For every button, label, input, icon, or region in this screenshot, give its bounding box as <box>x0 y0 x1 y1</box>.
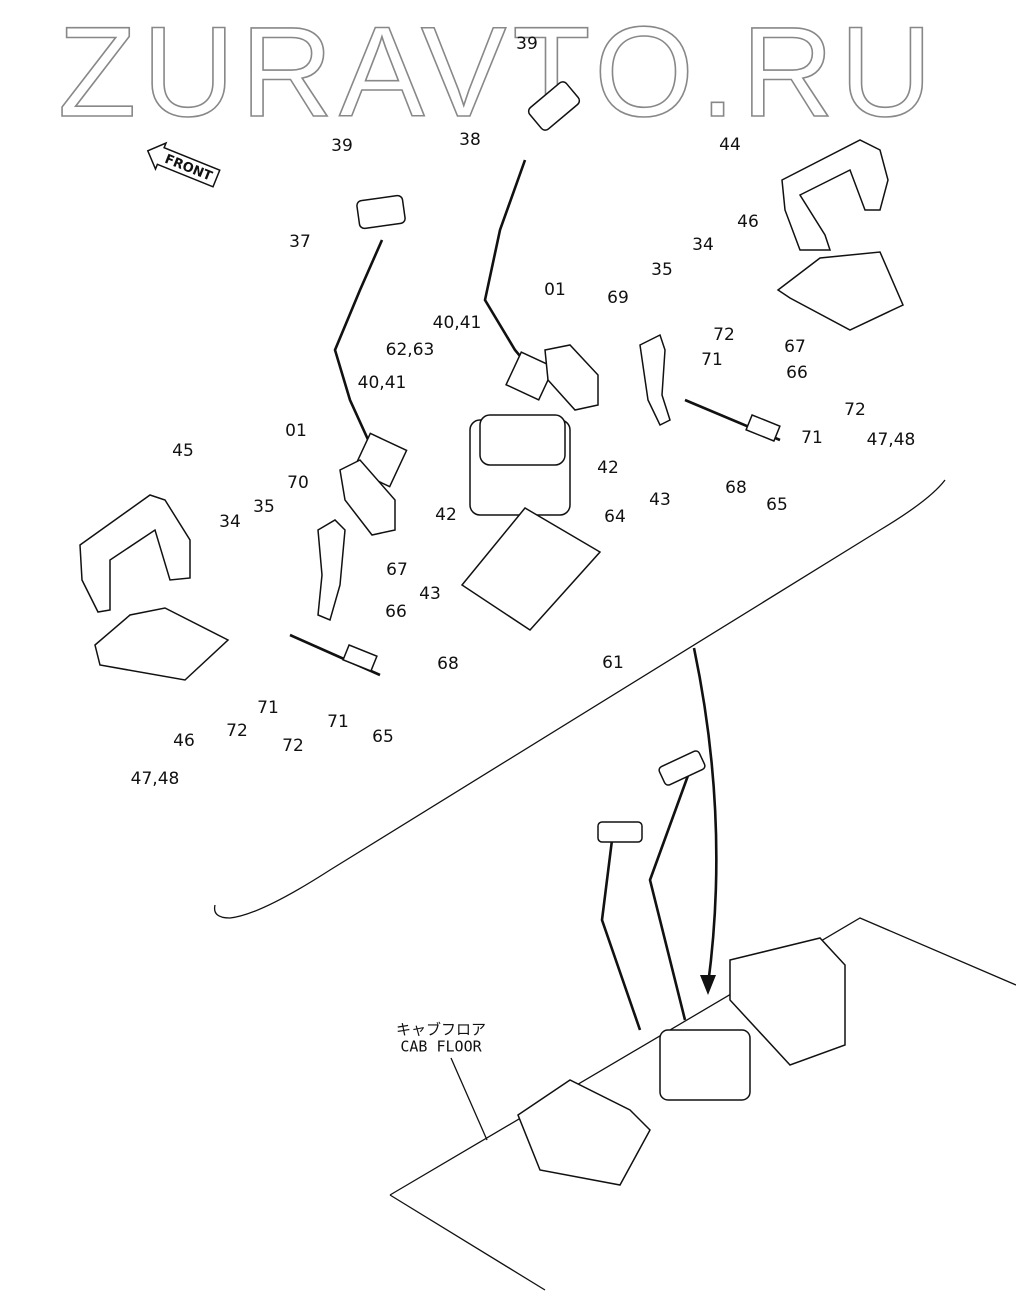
part-number-label: 66 <box>786 363 808 383</box>
part-number-label: 47,48 <box>131 769 180 789</box>
spring-65-left <box>289 633 381 677</box>
part-number-label: 72 <box>282 736 304 756</box>
part-number-label: 71 <box>701 350 723 370</box>
part-number-label: 71 <box>327 712 349 732</box>
part-number-label: 39 <box>516 34 538 54</box>
bracket-70 <box>317 519 346 622</box>
cab-floor-jp-label: キャブフロア <box>396 1021 486 1039</box>
part-number-label: 70 <box>287 473 309 493</box>
assembled-view <box>517 750 846 1186</box>
bracket-01-left <box>339 459 396 536</box>
plate-61 <box>460 507 602 631</box>
part-number-label: 37 <box>289 232 311 252</box>
part-number-label: 46 <box>173 731 195 751</box>
part-number-label: 35 <box>253 497 275 517</box>
part-number-label: 39 <box>331 136 353 156</box>
part-number-label: 65 <box>372 727 394 747</box>
arrow-head-icon <box>700 975 716 995</box>
part-number-label: 72 <box>226 721 248 741</box>
part-number-label: 44 <box>719 135 741 155</box>
part-labels: 39 39 38 37 44 46 34 35 01 69 40,41 62,63 72 67 71 66 72… <box>131 34 916 789</box>
cab-floor-outline <box>389 917 1016 1291</box>
pedal-44 <box>776 139 904 331</box>
cab-floor-leader <box>450 1057 488 1141</box>
bracket-69 <box>639 333 671 427</box>
part-number-label: 43 <box>649 490 671 510</box>
part-number-label: 66 <box>385 602 407 622</box>
part-number-label: 34 <box>219 512 241 532</box>
part-number-label: 01 <box>285 421 307 441</box>
part-number-label: 35 <box>651 260 673 280</box>
part-number-label: 38 <box>459 130 481 150</box>
separator-curve <box>213 479 946 919</box>
part-number-label: 72 <box>713 325 735 345</box>
part-number-label: 64 <box>604 507 626 527</box>
part-number-label: 61 <box>602 653 624 673</box>
part-number-label: 45 <box>172 441 194 461</box>
cab-floor-label: CAB FLOOR <box>400 1038 482 1056</box>
pedal-45 <box>79 494 230 681</box>
valve-64 <box>469 414 571 516</box>
part-number-label: 67 <box>386 560 408 580</box>
part-number-label: 42 <box>435 505 457 525</box>
part-number-label: 42 <box>597 458 619 478</box>
part-number-label: 67 <box>784 337 806 357</box>
part-number-label: 40,41 <box>358 373 407 393</box>
part-number-label: 71 <box>801 428 823 448</box>
part-number-label: 72 <box>844 400 866 420</box>
part-number-label: 34 <box>692 235 714 255</box>
lever-38 <box>483 81 581 401</box>
part-number-label: 43 <box>419 584 441 604</box>
part-number-label: 46 <box>737 212 759 232</box>
bracket-01-right <box>544 344 599 411</box>
part-number-label: 47,48 <box>867 430 916 450</box>
part-number-label: 40,41 <box>433 313 482 333</box>
part-number-label: 68 <box>725 478 747 498</box>
part-number-label: 62,63 <box>386 340 435 360</box>
watermark: ZURAVTO.RU <box>58 1 938 144</box>
assembly-arrow <box>692 647 718 986</box>
part-number-label: 71 <box>257 698 279 718</box>
part-number-label: 69 <box>607 288 629 308</box>
spring-65-right <box>684 398 781 443</box>
part-number-label: 65 <box>766 495 788 515</box>
part-number-label: 01 <box>544 280 566 300</box>
front-arrow-icon: FRONT <box>146 141 221 188</box>
part-number-label: 68 <box>437 654 459 674</box>
